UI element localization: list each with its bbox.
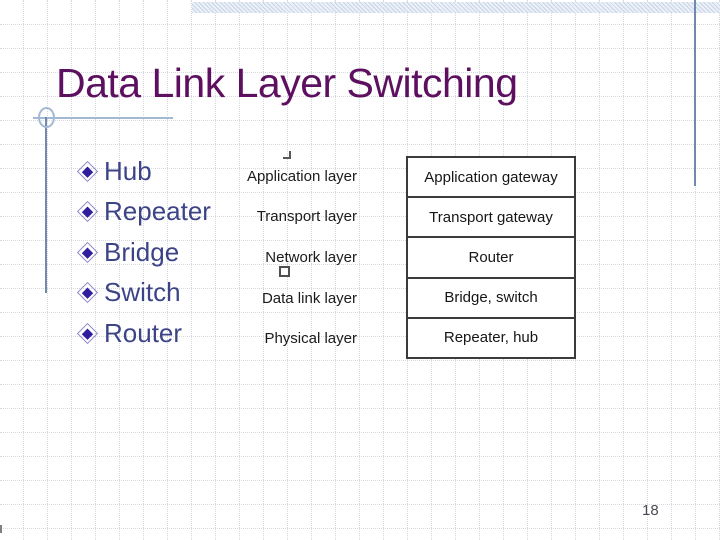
list-item: Repeater [76, 192, 211, 233]
top-hatched-bar [192, 2, 720, 13]
corner-tick [0, 525, 2, 533]
right-edge-line [694, 0, 696, 186]
figure-layer-labels: Application layer Transport layer Networ… [190, 156, 357, 359]
device-table: Application gateway Transport gateway Ro… [406, 156, 576, 359]
layer-label: Application layer [246, 167, 357, 185]
list-item: Router [76, 313, 211, 354]
diamond-bullet-icon [76, 160, 99, 182]
layer-label: Transport layer [256, 208, 357, 226]
bullet-label: Hub [104, 155, 152, 186]
table-row: Repeater, hub [408, 316, 574, 357]
layer-label: Physical layer [264, 330, 357, 348]
title-underline [33, 117, 173, 119]
list-item: Switch [76, 273, 211, 314]
title-ornament-circle-icon [38, 107, 55, 128]
table-row: Bridge, switch [408, 276, 574, 317]
list-item: Bridge [76, 232, 211, 273]
stray-square-bullet-icon [279, 266, 290, 277]
table-row: Router [408, 236, 574, 276]
table-row: Transport gateway [408, 196, 574, 236]
diamond-bullet-icon [76, 201, 99, 223]
table-row: Application gateway [424, 168, 558, 186]
bullet-label: Bridge [104, 236, 180, 267]
bullet-label: Switch [104, 277, 181, 308]
layer-label: Data link layer [261, 289, 357, 307]
page-number: 18 [642, 502, 659, 519]
bullet-list: Hub Repeater Bridge Switch Router [76, 151, 211, 354]
page-title: Data Link Layer Switching [56, 60, 518, 106]
diamond-bullet-icon [76, 241, 99, 263]
diamond-bullet-icon [76, 322, 99, 344]
bullet-label: Router [104, 317, 183, 348]
title-vertical-line [45, 117, 47, 293]
stray-corner-bullet-icon [283, 151, 291, 159]
bullet-label: Repeater [104, 196, 211, 227]
layer-label: Network layer [265, 248, 357, 266]
list-item: Hub [76, 151, 211, 192]
diamond-bullet-icon [76, 282, 99, 304]
